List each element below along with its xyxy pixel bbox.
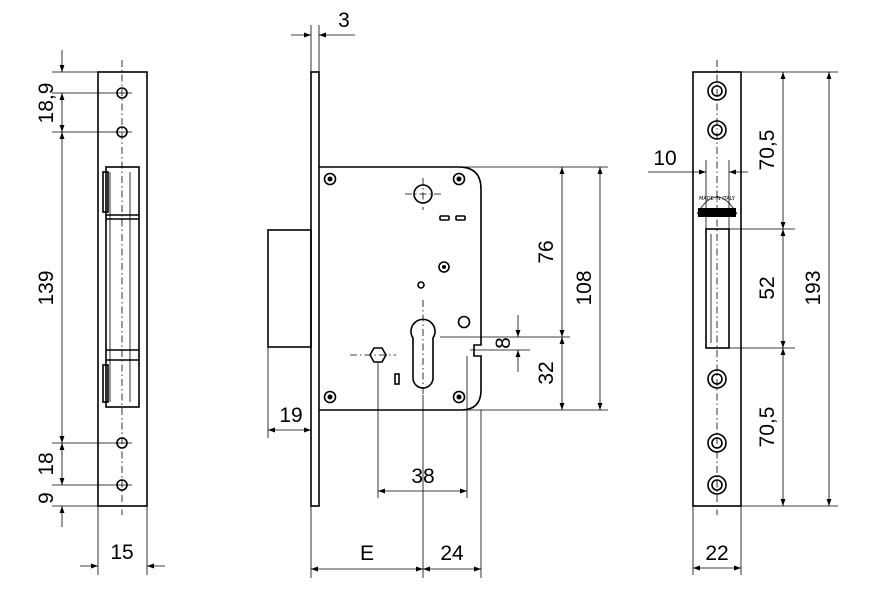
dim-22: 22 [705,542,728,565]
dim-193: 193 [802,270,825,305]
left-view: 18,9 139 18 9 15 [35,50,165,575]
dim-76: 76 [535,240,558,263]
rivet-icon [323,390,337,404]
right-view: MADE IN ITALY 10 70,5 52 70,5 193 22 [648,60,838,575]
dim-3: 3 [338,9,350,32]
lock-case [319,166,482,411]
slot [455,215,466,221]
dim-19: 19 [279,404,302,427]
dim-52: 52 [756,276,779,299]
countersunk-hole-icon [707,433,727,453]
slot [439,215,450,221]
dim-9: 9 [35,492,58,504]
dim-10: 10 [653,147,676,170]
dim-8: 8 [492,337,515,349]
dim-70-5-bottom: 70,5 [756,407,779,448]
latch-block [267,229,312,348]
countersunk-hole-icon [707,475,727,495]
middle-view: 3 76 108 32 8 19 38 E 24 [267,9,608,578]
dim-32: 32 [535,361,558,384]
small-slot [394,373,400,385]
made-in-italy-stamp: MADE IN ITALY [696,196,738,217]
dim-108: 108 [573,270,596,305]
rivet-icon [452,390,466,404]
stamp-logo-icon [698,208,736,217]
small-hole [417,281,425,289]
countersunk-hole-icon [707,81,727,101]
rivet-icon [438,261,450,273]
case-rivets [323,172,466,404]
dim-139: 139 [35,270,58,305]
dim-e: E [360,542,374,565]
side-faceplate [310,71,320,507]
countersunk-hole-icon [707,369,727,389]
left-latch-profile [102,166,140,408]
countersunk-hole-icon [707,120,727,140]
small-hole [457,315,471,329]
left-screw-holes [112,87,132,491]
left-faceplate [97,71,148,507]
dim-70-5-top: 70,5 [756,130,779,171]
strike-screw-holes [707,81,727,495]
dim-18: 18 [35,452,58,475]
dim-18-9: 18,9 [35,83,58,124]
dim-15: 15 [110,541,133,564]
dim-24: 24 [440,542,464,565]
stamp-text: MADE IN ITALY [699,196,736,202]
cylinder-cutout [410,318,436,389]
rivet-icon [323,172,337,186]
strike-opening [705,228,730,349]
rivet-icon [452,172,466,186]
